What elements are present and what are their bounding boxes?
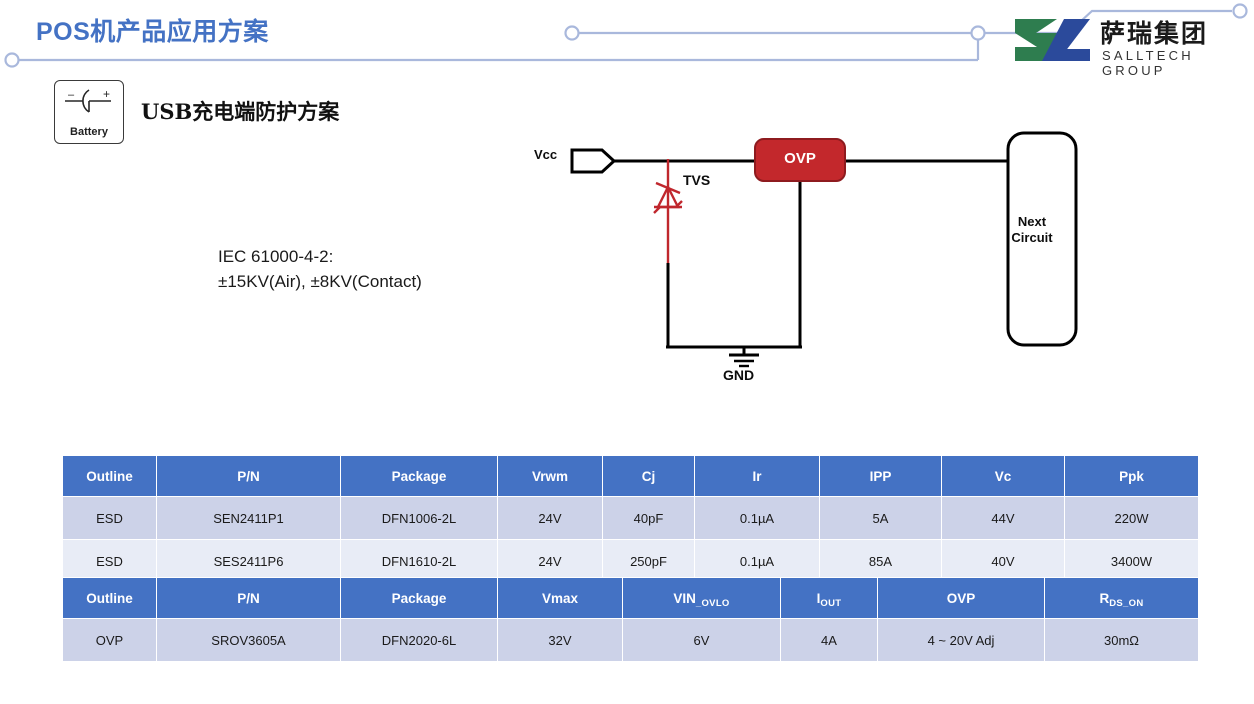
trace-node-right: [970, 25, 986, 41]
column-header-8: Ppk: [1064, 455, 1199, 497]
cell-0-7: 44V: [941, 496, 1065, 540]
ovp-label: OVP: [784, 150, 816, 167]
column-header-5: IOUT: [780, 577, 878, 619]
column-header-2: Package: [340, 455, 498, 497]
cell-1-4: 250pF: [602, 539, 695, 583]
column-header-6: OVP: [877, 577, 1045, 619]
svg-text:+: +: [103, 87, 110, 101]
cell-0-0: ESD: [62, 496, 157, 540]
cell-1-1: SES2411P6: [156, 539, 341, 583]
cell-0-7: 30mΩ: [1044, 618, 1199, 662]
next-circuit-block: [1006, 131, 1078, 347]
column-header-4: Cj: [602, 455, 695, 497]
cell-0-4: 6V: [622, 618, 781, 662]
next-circuit-label: Next Circuit: [1011, 214, 1053, 245]
cell-0-8: 220W: [1064, 496, 1199, 540]
svg-text:–: –: [68, 89, 75, 101]
column-header-2: Package: [340, 577, 498, 619]
cell-0-3: 32V: [497, 618, 623, 662]
cell-0-1: SROV3605A: [156, 618, 341, 662]
battery-caption: Battery: [70, 126, 108, 138]
column-header-0: Outline: [62, 577, 157, 619]
column-header-3: Vmax: [497, 577, 623, 619]
vcc-connector-icon: [570, 148, 617, 174]
battery-badge: – + Battery: [54, 80, 124, 144]
cell-0-0: OVP: [62, 618, 157, 662]
page-title: POS机产品应用方案: [36, 18, 269, 46]
iec-spec-note: IEC 61000-4-2: ±15KV(Air), ±8KV(Contact): [218, 247, 422, 291]
trace-node-left: [4, 52, 20, 68]
column-header-6: IPP: [819, 455, 942, 497]
vcc-label: Vcc: [534, 147, 558, 162]
column-header-5: Ir: [694, 455, 820, 497]
circuit-diagram: Vcc TVS GND OVP Next Circuit: [520, 125, 1100, 400]
ovp-block: [754, 138, 846, 182]
column-header-3: Vrwm: [497, 455, 603, 497]
column-header-0: Outline: [62, 455, 157, 497]
company-logo: 萨瑞集团 SALLTECH GROUP: [1012, 12, 1246, 78]
column-header-1: P/N: [156, 455, 341, 497]
logo-english-name: SALLTECH GROUP: [1102, 48, 1194, 78]
cell-1-7: 40V: [941, 539, 1065, 583]
cell-0-4: 40pF: [602, 496, 695, 540]
cell-1-8: 3400W: [1064, 539, 1199, 583]
cell-0-6: 5A: [819, 496, 942, 540]
cell-0-1: SEN2411P1: [156, 496, 341, 540]
column-header-7: Vc: [941, 455, 1065, 497]
battery-icon: – +: [65, 87, 111, 113]
cell-0-5: 4A: [780, 618, 878, 662]
trace-node-end: [1232, 3, 1248, 19]
cell-0-2: DFN2020-6L: [340, 618, 498, 662]
logo-chinese-name: 萨瑞集团: [1100, 19, 1209, 48]
column-header-7: RDS_ON: [1044, 577, 1199, 619]
cell-0-3: 24V: [497, 496, 603, 540]
salltech-logo-mark: [1015, 19, 1090, 61]
cell-1-2: DFN1610-2L: [340, 539, 498, 583]
cell-0-6: 4 ~ 20V Adj: [877, 618, 1045, 662]
cell-1-0: ESD: [62, 539, 157, 583]
trace-node-mid: [564, 25, 580, 41]
tvs-label: TVS: [683, 172, 711, 188]
section-subtitle: USB充电端防护方案: [141, 99, 340, 124]
column-header-1: P/N: [156, 577, 341, 619]
cell-0-2: DFN1006-2L: [340, 496, 498, 540]
gnd-label: GND: [723, 367, 755, 383]
cell-0-5: 0.1µA: [694, 496, 820, 540]
column-header-4: VIN_OVLO: [622, 577, 781, 619]
cell-1-6: 85A: [819, 539, 942, 583]
